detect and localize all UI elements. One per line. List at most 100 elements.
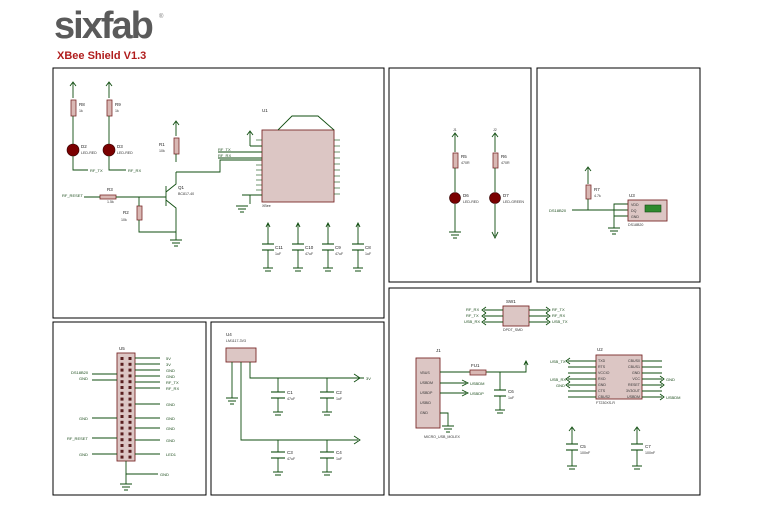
header-pin bbox=[128, 362, 132, 366]
value-d2: LED-RED bbox=[81, 151, 97, 155]
net-sw-right-2: RF_RX bbox=[552, 313, 565, 318]
label-u3: U3 bbox=[629, 193, 635, 198]
label-d6: D6 bbox=[463, 193, 469, 198]
label-u5: U5 bbox=[119, 346, 125, 351]
resistor-r2 bbox=[136, 205, 143, 221]
header-pin bbox=[128, 444, 132, 447]
label-c4: C4 bbox=[336, 450, 342, 455]
label-d3: D3 bbox=[117, 144, 123, 149]
value-c11: 1uF bbox=[275, 252, 282, 256]
net-header-3v: 3V bbox=[166, 362, 171, 367]
pin-usbid: USBID bbox=[420, 401, 431, 405]
net-rf-tx-chip: RF_TX bbox=[218, 147, 231, 152]
led-d6 bbox=[449, 192, 461, 204]
header-pin bbox=[120, 397, 124, 401]
value-u3: DS18B20 bbox=[628, 223, 643, 227]
label-r5: R5 bbox=[461, 154, 467, 159]
header-pin bbox=[128, 368, 132, 372]
net-usbdm: USBDM bbox=[470, 381, 484, 386]
header-pin bbox=[120, 391, 124, 395]
header-pin bbox=[128, 409, 132, 413]
sensor-circuit: R7 4.7k U3 DS18B20 DS18B20 VDD DQ GND bbox=[549, 166, 668, 235]
panel-xbee bbox=[52, 67, 385, 319]
net-sw-left-2: RF_TX bbox=[466, 313, 479, 318]
header-pin bbox=[128, 420, 132, 424]
u2-right-pin-label: USBDM bbox=[627, 395, 640, 399]
led-d3 bbox=[102, 143, 116, 157]
label-j1: J1 bbox=[436, 348, 441, 353]
sensor-display bbox=[644, 204, 662, 213]
value-c2: 1uF bbox=[336, 397, 343, 401]
label-q1: Q1 bbox=[178, 185, 185, 190]
pin-dq: DQ bbox=[631, 209, 637, 213]
resistor-r6 bbox=[492, 152, 499, 169]
value-r8: 1k bbox=[79, 109, 83, 113]
value-r6: 470R bbox=[501, 161, 510, 165]
value-sw1: DPDT_SMD bbox=[503, 328, 523, 332]
value-c7: 100nF bbox=[645, 451, 656, 455]
header-pin bbox=[128, 386, 132, 389]
header-pin bbox=[120, 403, 124, 407]
label-u1: U1 bbox=[262, 108, 268, 113]
value-r3: 1.5k bbox=[107, 200, 114, 204]
net-header-rf-tx: RF_TX bbox=[166, 380, 179, 385]
panel-leds bbox=[388, 67, 532, 283]
label-u4: U4 bbox=[226, 332, 232, 337]
resistor-r5 bbox=[452, 152, 459, 169]
u2-right-pin-label: RESET bbox=[628, 383, 641, 387]
value-r7: 4.7k bbox=[594, 194, 601, 198]
value-c4: 1uF bbox=[336, 457, 343, 461]
label-r1: R1 bbox=[159, 142, 165, 147]
label-d7: D7 bbox=[503, 193, 509, 198]
net-rf-tx-led: RF_TX bbox=[90, 168, 103, 173]
header-pin bbox=[128, 403, 132, 407]
net-rf-rx-led: RF_RX bbox=[128, 168, 141, 173]
label-c1: C1 bbox=[287, 390, 293, 395]
net-header-gnd-r4: GND bbox=[166, 416, 175, 421]
logo: sixfab bbox=[54, 6, 154, 46]
net-header-gnd-r6: GND bbox=[166, 438, 175, 443]
panel-regulator bbox=[210, 321, 385, 496]
net-sw-left-1: RF_RX bbox=[466, 307, 479, 312]
net-rf-reset: RF_RESET bbox=[62, 193, 83, 198]
net-header-gnd-2: GND bbox=[79, 416, 88, 421]
u2-right-pin-label: CBUS0 bbox=[628, 359, 640, 363]
value-c9: 47uF bbox=[335, 252, 344, 256]
fuse-fu1 bbox=[469, 369, 487, 376]
net-u2-gnd-left: GND bbox=[556, 383, 565, 388]
net-u2-usb-rx: USB_RX bbox=[550, 377, 566, 382]
header-pin bbox=[120, 415, 124, 418]
value-c3: 47uF bbox=[287, 457, 296, 461]
header-pin bbox=[120, 357, 124, 360]
header-pin bbox=[120, 420, 124, 424]
schematic-title: XBee Shield V1.3 bbox=[57, 50, 147, 62]
u2-left-pin-label: VCCIO bbox=[598, 371, 610, 375]
resistor-r8 bbox=[70, 99, 77, 117]
u2-left-pin-label: CBUS2 bbox=[598, 395, 610, 399]
net-header-gnd-3: GND bbox=[79, 452, 88, 457]
label-c6: C6 bbox=[508, 389, 514, 394]
value-r9: 1k bbox=[115, 109, 119, 113]
pin-usbdm: USBDM bbox=[420, 381, 433, 385]
net-header-rf-reset: RF_RESET bbox=[67, 436, 88, 441]
net-header-gnd-r2: GND bbox=[166, 374, 175, 379]
label-c9: C9 bbox=[335, 245, 341, 250]
led-d7 bbox=[489, 192, 501, 204]
label-fu1: FU1 bbox=[471, 363, 480, 368]
label-c8: C8 bbox=[365, 245, 371, 250]
value-u2: FT230XS-R bbox=[596, 401, 615, 405]
header-pin bbox=[128, 397, 132, 401]
value-u1: XBee bbox=[262, 204, 271, 208]
regulator-circuit: U4 LM1117-3V3 3V C1 47uF C2 1uF C3 47uF … bbox=[225, 332, 371, 476]
pin-vdd: VDD bbox=[631, 203, 639, 207]
panel-usb bbox=[388, 287, 701, 496]
net-regulator-3v: 3V bbox=[366, 376, 371, 381]
header-pin bbox=[128, 357, 132, 360]
label-r9: R9 bbox=[115, 102, 121, 107]
header-pin bbox=[128, 432, 132, 436]
panel-sensor bbox=[536, 67, 701, 283]
label-sw1: SW1 bbox=[506, 299, 516, 304]
chip-u4 bbox=[225, 347, 257, 363]
value-c6: 1uF bbox=[508, 396, 515, 400]
